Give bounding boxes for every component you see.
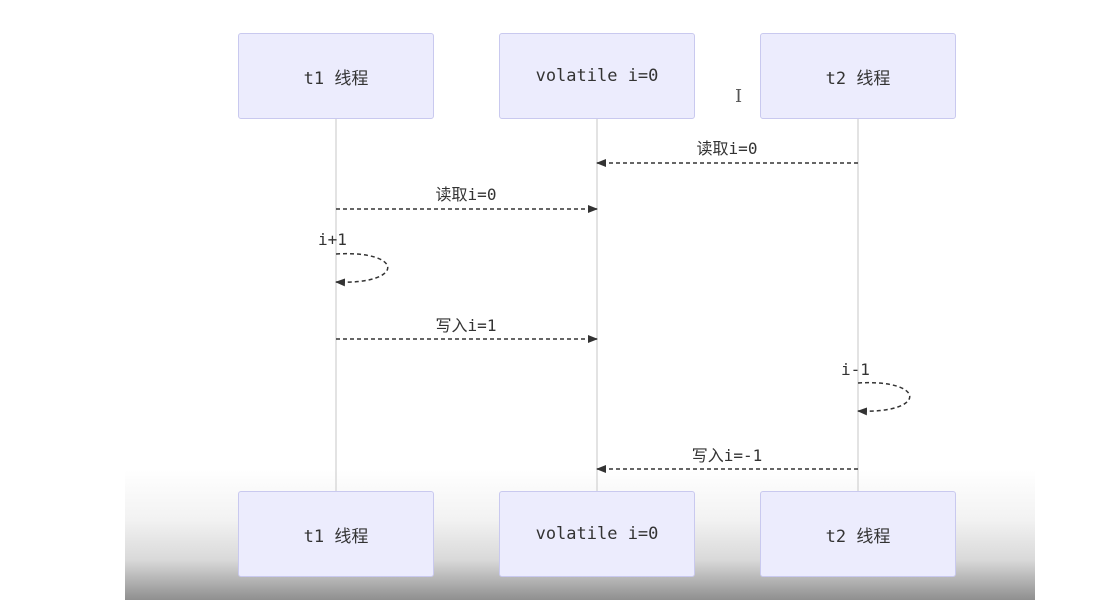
self-label-t2: i-1 xyxy=(841,360,870,379)
participant-volatile-top: volatile i=0 xyxy=(499,33,695,119)
message-label-t2-read: 读取i=0 xyxy=(696,139,758,158)
self-loop-t2 xyxy=(857,381,911,416)
participant-t1-bottom: t1 线程 xyxy=(238,491,434,577)
self-label-t1: i+1 xyxy=(318,230,347,249)
message-label-t1-read: 读取i=0 xyxy=(435,185,497,204)
participant-t1-top: t1 线程 xyxy=(238,33,434,119)
participant-t2-bottom: t2 线程 xyxy=(760,491,956,577)
message-label-t1-write: 写入i=1 xyxy=(435,316,497,335)
sequence-diagram: t1 线程 volatile i=0 t2 线程 t1 线程 volatile … xyxy=(125,0,1035,600)
message-label-t2-write: 写入i=-1 xyxy=(691,446,763,465)
self-loop-t1 xyxy=(335,252,389,287)
participant-t2-top: t2 线程 xyxy=(760,33,956,119)
text-cursor-icon: I xyxy=(735,86,743,107)
participant-volatile-bottom: volatile i=0 xyxy=(499,491,695,577)
diagram-lines xyxy=(335,118,911,491)
